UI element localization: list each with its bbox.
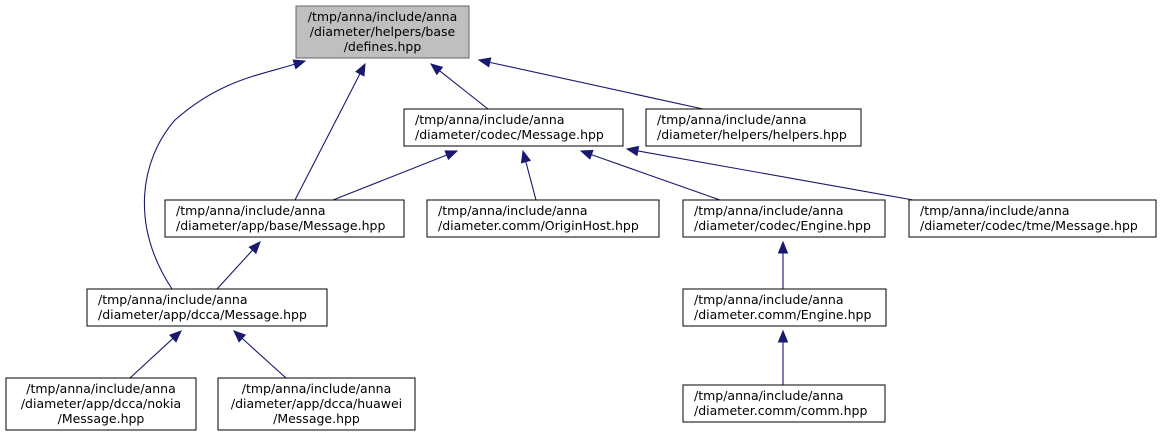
edge-line [216,249,253,290]
node-label-line: /tmp/anna/include/anna [98,292,247,307]
edge-line [439,70,489,110]
edge-comm-engine-to-codec-engine [777,240,789,289]
node-label-line: /Message.hpp [273,411,360,426]
node-defines: /tmp/anna/include/anna/diameter/helpers/… [295,5,470,59]
edge-line [241,337,287,379]
node-label-line: /defines.hpp [344,39,422,54]
edge-line [489,61,704,110]
node-box [908,199,1157,238]
node-label-line: /diameter/codec/Engine.hpp [694,218,871,233]
edges-layer [129,57,914,385]
nodes-layer: /tmp/anna/include/anna/diameter/helpers/… [5,5,1157,431]
edge-line [637,150,914,201]
node-box [403,108,624,147]
edge-line [525,161,537,201]
node-huawei-message[interactable]: /tmp/anna/include/anna/diameter/app/dcca… [217,377,416,431]
node-comm-engine[interactable]: /tmp/anna/include/anna/diameter.comm/Eng… [682,288,887,327]
node-label-line: /diameter.comm/comm.hpp [694,403,867,418]
edge-line [129,338,174,379]
arrowhead-icon [292,59,307,70]
edge-huawei-message-to-dcca-message [233,330,287,379]
node-dcca-message[interactable]: /tmp/anna/include/anna/diameter/app/dcca… [86,288,328,327]
edge-comm-hpp-to-comm-engine [777,329,789,385]
arrowhead-icon [444,150,459,161]
arrowhead-icon [355,62,366,77]
node-originhost[interactable]: /tmp/anna/include/anna/diameter.comm/Ori… [426,199,660,238]
node-nokia-message[interactable]: /tmp/anna/include/anna/diameter/app/dcca… [5,377,197,431]
arrowhead-icon [248,241,261,255]
edge-line [294,73,361,201]
node-box [426,199,660,238]
node-box [86,288,328,327]
node-label-line: /tmp/anna/include/anna [920,203,1069,218]
node-comm-hpp[interactable]: /tmp/anna/include/anna/diameter.comm/com… [682,384,886,423]
edge-line [332,154,447,201]
node-label-line: /tmp/anna/include/anna [694,203,843,218]
edge-nokia-message-to-dcca-message [129,330,182,379]
node-label-line: /diameter/app/dcca/Message.hpp [98,307,307,322]
edge-dcca-message-to-app-base-message [216,241,261,290]
node-helpers[interactable]: /tmp/anna/include/anna/diameter/helpers/… [645,108,862,147]
node-label-line: /diameter/codec/Message.hpp [415,127,604,142]
node-codec-message[interactable]: /tmp/anna/include/anna/diameter/codec/Me… [403,108,624,147]
node-box [645,108,862,147]
edge-line [591,154,721,201]
arrowhead-icon [233,330,247,343]
node-label-line: /tmp/anna/include/anna [176,203,325,218]
node-label-line: /diameter/helpers/helpers.hpp [657,127,847,142]
node-box [295,5,470,59]
node-label-line: /tmp/anna/include/anna [242,381,391,396]
arrowhead-icon [429,63,444,76]
node-label-line: /Message.hpp [58,411,145,426]
node-label-line: /tmp/anna/include/anna [657,112,806,127]
node-label-line: /diameter/helpers/base [310,24,456,39]
node-box [164,199,405,238]
arrowhead-icon [520,149,532,164]
edge-codec-engine-to-codec-message [579,149,721,201]
node-label-line: /diameter.comm/Engine.hpp [694,307,871,322]
node-label-line: /tmp/anna/include/anna [438,203,587,218]
node-label-line: /tmp/anna/include/anna [694,292,843,307]
node-label-line: /tmp/anna/include/anna [415,112,564,127]
edge-app-base-message-to-codec-message [332,150,459,201]
node-box [682,288,887,327]
arrowhead-icon [625,145,640,157]
node-box [217,377,416,431]
node-tme-message[interactable]: /tmp/anna/include/anna/diameter/codec/tm… [908,199,1157,238]
node-label-line: /tmp/anna/include/anna [26,381,175,396]
node-label-line: /diameter/codec/tme/Message.hpp [920,218,1138,233]
edge-dcca-message-to-defines [143,59,307,290]
node-label-line: /tmp/anna/include/anna [694,388,843,403]
arrowhead-icon [169,330,182,343]
arrowhead-icon [579,149,594,160]
node-box [682,384,886,423]
node-label-line: /diameter/app/dcca/nokia [21,396,181,411]
edge-app-base-message-to-defines [294,62,366,201]
edge-line [143,63,295,290]
edge-originhost-to-codec-message [520,149,537,201]
arrowhead-icon [477,57,492,68]
edge-helpers-to-defines [477,57,704,110]
node-box [682,199,886,238]
node-app-base-message[interactable]: /tmp/anna/include/anna/diameter/app/base… [164,199,405,238]
node-label-line: /diameter/app/dcca/huawei [231,396,402,411]
node-label-line: /tmp/anna/include/anna [308,9,457,24]
arrowhead-icon [777,329,789,343]
node-label-line: /diameter/app/base/Message.hpp [176,218,385,233]
node-label-line: /diameter.comm/OriginHost.hpp [438,218,639,233]
arrowhead-icon [777,240,789,254]
node-box [5,377,197,431]
edge-tme-message-to-codec-message [625,145,914,201]
edge-codec-message-to-defines [429,63,489,110]
node-codec-engine[interactable]: /tmp/anna/include/anna/diameter/codec/En… [682,199,886,238]
